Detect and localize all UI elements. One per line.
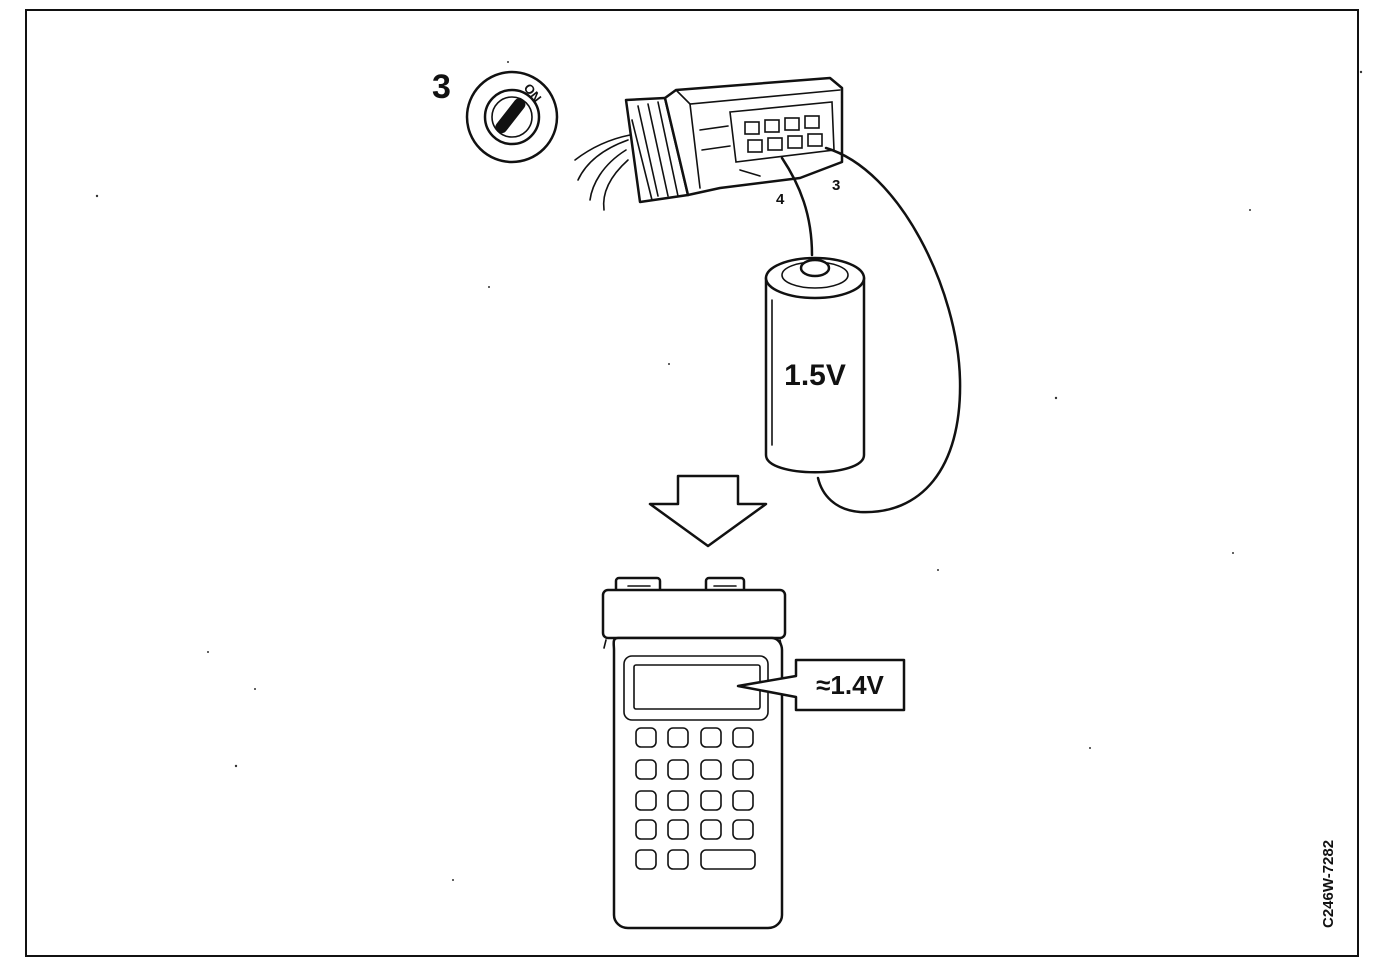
tester-icon: [601, 576, 787, 930]
battery-voltage-label: 1.5V: [784, 359, 846, 392]
battery-icon: [764, 256, 866, 474]
lead-pin-3: [816, 146, 962, 514]
connector-icon: [574, 76, 844, 211]
pin-4-label: 4: [776, 191, 785, 208]
display-reading-label: ≈1.4V: [816, 670, 884, 700]
down-arrow-icon: [648, 474, 768, 548]
ignition-switch-icon: ON: [465, 70, 559, 164]
diagram-frame: [25, 9, 1359, 957]
pin-3-label: 3: [832, 177, 840, 194]
display-callout: [736, 658, 906, 712]
lead-pin-4: [780, 156, 814, 257]
figure-code: C246W-7282: [1320, 840, 1337, 928]
step-number: 3: [432, 68, 451, 106]
scan-specks: [95, 61, 1363, 881]
tester-keypad: [635, 727, 756, 870]
